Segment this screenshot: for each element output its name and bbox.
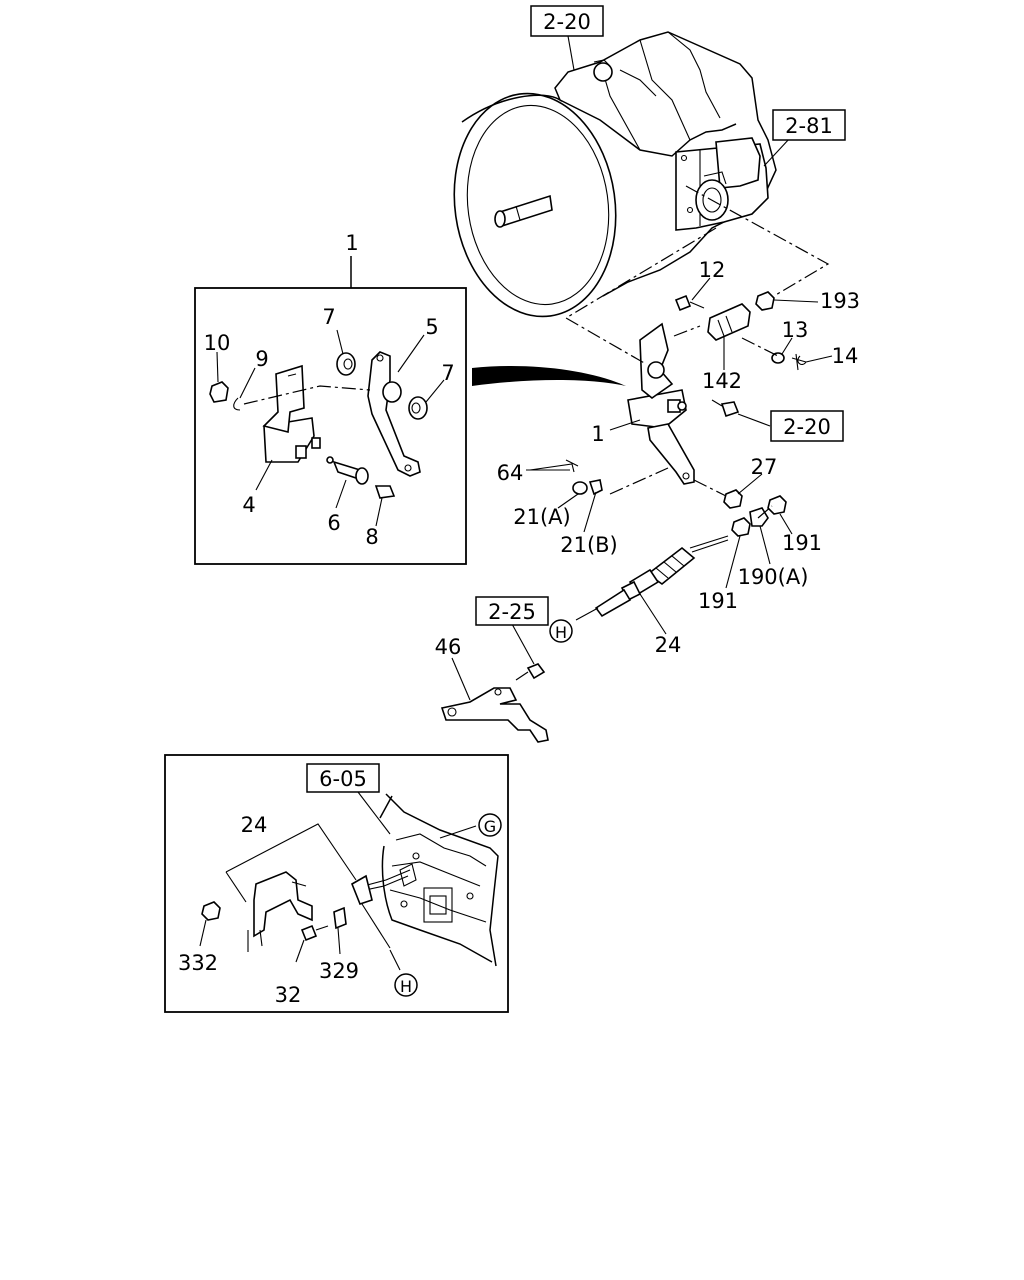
nut-193: [755, 291, 775, 311]
label-24-inset: 24: [241, 813, 268, 837]
bolt-12: [674, 294, 705, 312]
marker-h-inset: H: [394, 973, 418, 997]
label-191-upper: 191: [782, 531, 822, 555]
callout-arrow: [472, 366, 626, 386]
label-332: 332: [178, 951, 218, 975]
bolt-2-20: [711, 399, 740, 418]
label-4: 4: [242, 493, 255, 517]
ref-6-05[interactable]: 6-05: [306, 763, 380, 793]
svg-text:2-25: 2-25: [488, 600, 536, 624]
svg-text:H: H: [400, 977, 412, 996]
label-21b: 21(B): [560, 533, 618, 557]
inset-frame-cab-mount: [164, 754, 509, 1013]
washer-21b: [588, 479, 603, 496]
label-10: 10: [204, 331, 231, 355]
label-8: 8: [365, 525, 378, 549]
washer-329: [333, 906, 347, 930]
ref-2-20-top[interactable]: 2-20: [530, 5, 604, 37]
label-46: 46: [435, 635, 462, 659]
label-329: 329: [319, 959, 359, 983]
label-12: 12: [699, 258, 726, 282]
label-5: 5: [425, 315, 438, 339]
cab-panel: [379, 793, 499, 967]
svg-text:2-81: 2-81: [785, 114, 833, 138]
label-193: 193: [820, 289, 860, 313]
alignment-lines: [564, 185, 830, 519]
part-labels: 1 7 5 10 9 7 4 6 8 12 193 13 14 142 1 64…: [178, 231, 860, 1007]
nut-332: [201, 901, 221, 921]
label-6: 6: [327, 511, 340, 535]
marker-g: G: [478, 813, 502, 837]
label-32: 32: [275, 983, 302, 1007]
label-7-a: 7: [322, 305, 335, 329]
label-64: 64: [497, 461, 524, 485]
bolt-32: [300, 924, 329, 942]
pin-64: [529, 459, 579, 473]
svg-text:2-20: 2-20: [783, 415, 831, 439]
bracket-46: [440, 687, 549, 743]
inset2-leaders: [199, 791, 477, 971]
ref-2-20-right[interactable]: 2-20: [770, 410, 844, 442]
label-9: 9: [255, 347, 268, 371]
label-142: 142: [702, 369, 742, 393]
label-1-mid: 1: [591, 422, 604, 446]
label-13: 13: [782, 318, 809, 342]
cable-end-inset: [350, 869, 411, 949]
label-1-top: 1: [345, 231, 358, 255]
ref-2-25[interactable]: 2-25: [475, 596, 549, 626]
marker-h-main: H: [549, 619, 573, 643]
label-14: 14: [832, 344, 859, 368]
nut-191-lower: [731, 517, 751, 537]
label-21a: 21(A): [513, 505, 570, 529]
main-leaders: [451, 35, 833, 701]
svg-text:2-20: 2-20: [543, 10, 591, 34]
inset2-bracket: [247, 871, 313, 952]
clevis-142: [707, 303, 751, 341]
label-24-main: 24: [655, 633, 682, 657]
washer-13: [771, 352, 785, 364]
svg-text:H: H: [555, 623, 567, 642]
svg-text:G: G: [484, 817, 496, 836]
control-cable-24: [575, 535, 729, 621]
label-27: 27: [751, 455, 778, 479]
inset-frame-bracket-kit: [194, 287, 467, 565]
label-7-b: 7: [441, 361, 454, 385]
bolt-2-25: [515, 663, 546, 681]
inset-leaders: [216, 329, 445, 527]
label-190a: 190(A): [738, 565, 809, 589]
nut-191-upper: [767, 495, 787, 515]
cotter-pin-14: [791, 353, 807, 371]
transmission-assembly: [453, 31, 777, 318]
nut-27: [723, 489, 743, 509]
washer-21a: [572, 481, 588, 495]
svg-text:6-05: 6-05: [319, 767, 367, 791]
ref-2-81[interactable]: 2-81: [772, 109, 846, 141]
label-191-lower: 191: [698, 589, 738, 613]
bracket-kit-parts: [209, 351, 428, 499]
mounted-bracket: [627, 322, 695, 485]
